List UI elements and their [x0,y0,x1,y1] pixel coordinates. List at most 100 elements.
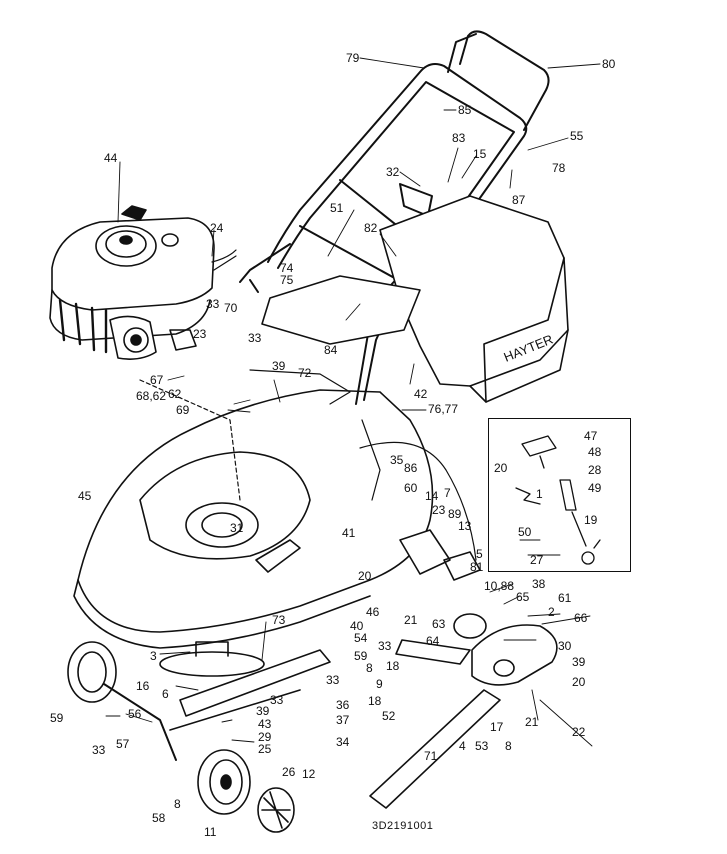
callout-58: 58 [152,811,166,825]
callout-40: 40 [350,619,364,633]
callout-34: 34 [336,735,350,749]
callout-11: 11 [204,825,217,839]
callout-21: 21 [404,613,418,627]
callout-68-62: 68,62 [136,389,167,403]
callout-83: 83 [452,131,466,145]
callout-9: 9 [376,677,383,691]
callout-89: 89 [448,507,462,521]
callout-4: 4 [459,739,466,753]
callout-33-e: 33 [270,693,284,707]
callout-21-b: 21 [525,715,539,729]
callout-48: 48 [588,445,602,459]
grassbox-drawing: HAYTER [261,195,569,403]
callout-53: 53 [475,739,489,753]
callout-39: 39 [272,359,286,373]
callout-67: 67 [150,373,164,387]
callout-52: 52 [382,709,396,723]
callout-33-f: 33 [92,743,106,757]
callout-1: 1 [536,487,543,501]
callout-41: 41 [342,526,356,540]
callout-87: 87 [512,193,526,207]
callout-22: 22 [572,725,586,739]
callout-33-b: 33 [248,331,262,345]
callout-49: 49 [588,481,602,495]
callout-30: 30 [558,639,572,653]
callout-19: 19 [584,513,598,527]
blade-drawing [159,641,331,731]
callout-79: 79 [346,51,360,65]
inset-box [488,418,631,572]
callout-55: 55 [570,129,584,143]
callout-46: 46 [366,605,380,619]
callout-15: 15 [473,147,487,161]
callout-59-b: 59 [354,649,368,663]
callout-18a: 18 [386,659,400,673]
callout-82: 82 [364,221,378,235]
callout-51: 51 [330,201,344,215]
callout-61: 61 [558,591,572,605]
callout-81: 81 [470,560,484,574]
callout-86: 86 [404,461,418,475]
callout-66: 66 [574,611,588,625]
callout-8-c: 8 [505,739,512,753]
callout-76-77: 76,77 [428,402,459,416]
callout-85: 85 [458,103,472,117]
callout-27: 27 [530,553,544,567]
callout-75: 75 [280,273,294,287]
callout-26: 26 [282,765,296,779]
callout-37: 37 [336,713,350,727]
callout-42: 42 [414,387,428,401]
callout-64: 64 [426,634,440,648]
callout-5: 5 [476,547,483,561]
callout-23: 23 [193,327,207,341]
callout-72: 72 [298,366,312,380]
callout-25: 25 [258,742,272,756]
callout-17: 17 [490,720,504,734]
callout-54: 54 [354,631,368,645]
callout-8: 8 [174,797,181,811]
callout-8-b: 8 [366,661,373,675]
callout-69: 69 [176,403,190,417]
diagram-code: 3D2191001 [372,820,434,832]
callout-2: 2 [548,605,555,619]
cables-drawing [139,255,477,561]
callout-63: 63 [432,617,446,631]
callout-14: 14 [425,489,439,503]
callout-20-c: 20 [494,461,508,475]
callout-39-c: 39 [572,655,586,669]
callout-62: 62 [168,387,182,401]
callout-33-c: 33 [378,639,392,653]
wheel-rear-left [67,641,177,761]
callout-43: 43 [258,717,272,731]
callout-23-b: 23 [432,503,446,517]
callout-31: 31 [230,521,244,535]
callout-38: 38 [532,577,546,591]
callout-7: 7 [444,486,451,500]
callout-18-b: 18 [368,694,382,708]
callout-33: 33 [206,297,220,311]
wheel-front-left [197,749,251,815]
wheel-hub-cap [257,787,295,833]
callout-57: 57 [116,737,130,751]
callout-24: 24 [210,221,224,235]
callout-65: 65 [516,590,530,604]
callout-12: 12 [302,767,316,781]
callout-20: 20 [358,569,372,583]
callout-28: 28 [588,463,602,477]
callout-80: 80 [602,57,616,71]
callout-13: 13 [458,519,472,533]
callout-20-b: 20 [572,675,586,689]
callout-50: 50 [518,525,532,539]
callout-47: 47 [584,429,598,443]
callout-71: 71 [424,749,438,763]
callout-84: 84 [324,343,338,357]
callout-35: 35 [390,453,404,467]
callout-39-b: 39 [256,704,270,718]
callout-32: 32 [386,165,400,179]
callout-16: 16 [136,679,150,693]
callout-78: 78 [552,161,566,175]
callout-29: 29 [258,730,272,744]
callout-44: 44 [104,151,118,165]
